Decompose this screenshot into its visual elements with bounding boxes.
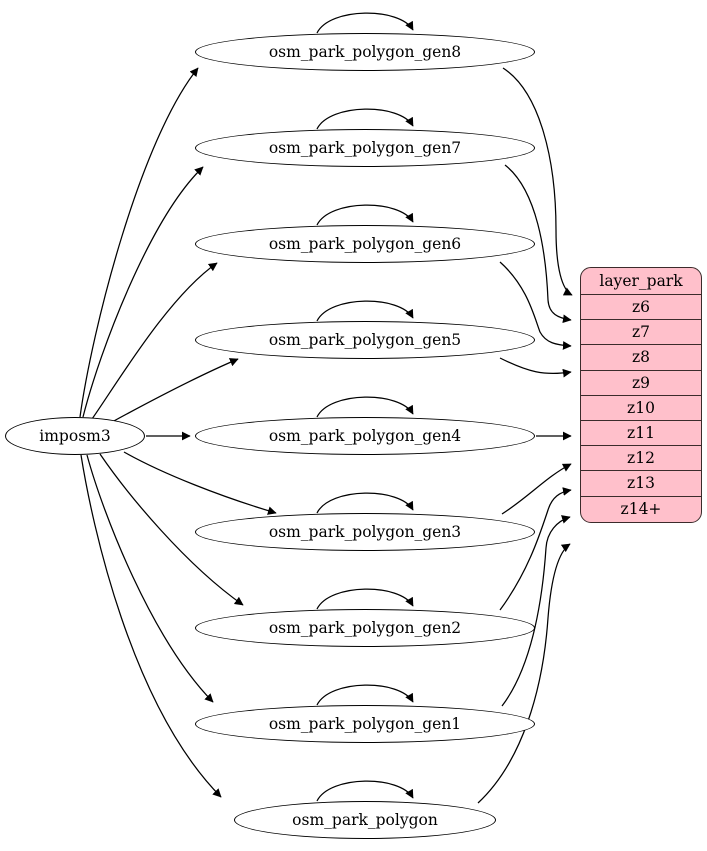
edge-gen2-z12: [499, 487, 572, 611]
layer-park-row-z8[interactable]: z8: [581, 345, 701, 371]
node-osm-park-polygon-gen7[interactable]: osm_park_polygon_gen7: [195, 129, 535, 167]
node-imposm3-label: imposm3: [39, 427, 111, 445]
edge-gen1-z13: [501, 515, 571, 707]
layer-park-table: layer_park z6 z7 z8 z9 z10 z11 z12 z13 z…: [580, 267, 702, 523]
edge-gen8-z6: [502, 67, 573, 296]
layer-park-row-z7[interactable]: z7: [581, 320, 701, 346]
node-osm-park-polygon-gen8[interactable]: osm_park_polygon_gen8: [195, 33, 535, 71]
self-loop-gen8: [316, 12, 414, 34]
self-loop-gen7: [316, 108, 414, 130]
self-loop-base: [316, 780, 414, 802]
node-label: osm_park_polygon_gen2: [268, 619, 462, 637]
edge-imposm3-gen6: [91, 262, 218, 420]
edge-gen5-z9: [499, 357, 572, 378]
edge-gen3-z11: [501, 463, 572, 515]
edge-imposm3-gen3: [123, 451, 277, 515]
layer-park-row-z14[interactable]: z14+: [620, 499, 662, 518]
node-osm-park-polygon-gen5[interactable]: osm_park_polygon_gen5: [195, 321, 535, 359]
layer-park-row-z9[interactable]: z9: [581, 371, 701, 396]
self-loop-gen4: [316, 396, 414, 418]
self-loop-gen3: [316, 492, 414, 514]
node-imposm3[interactable]: imposm3: [5, 417, 145, 455]
edge-base-z14: [477, 543, 571, 804]
node-label: osm_park_polygon: [292, 811, 438, 829]
self-loop-gen5: [316, 300, 414, 322]
layer-park-header: layer_park: [581, 268, 701, 295]
node-label: osm_park_polygon_gen5: [268, 331, 462, 349]
layer-park-row-z6[interactable]: z6: [581, 295, 701, 321]
edge-imposm3-gen7: [82, 166, 204, 418]
edge-gen7-z7: [504, 164, 572, 324]
node-label: osm_park_polygon_gen3: [268, 523, 462, 541]
node-label: osm_park_polygon_gen1: [268, 715, 462, 733]
self-loop-gen6: [316, 204, 414, 226]
node-osm-park-polygon-gen3[interactable]: osm_park_polygon_gen3: [195, 513, 535, 551]
node-osm-park-polygon[interactable]: osm_park_polygon: [234, 801, 496, 839]
node-osm-park-polygon-gen4[interactable]: osm_park_polygon_gen4: [195, 417, 535, 455]
self-loop-gen2: [316, 588, 414, 610]
node-label: osm_park_polygon_gen4: [268, 427, 462, 445]
edge-gen6-z8: [499, 261, 572, 350]
node-osm-park-polygon-gen1[interactable]: osm_park_polygon_gen1: [195, 705, 535, 743]
node-label: osm_park_polygon_gen8: [268, 43, 462, 61]
self-loop-gen1: [316, 684, 414, 706]
layer-park-row-z12[interactable]: z12: [581, 446, 701, 472]
layer-park-row-z11[interactable]: z11: [581, 421, 701, 447]
layer-park-row-z13[interactable]: z13: [581, 471, 701, 497]
node-osm-park-polygon-gen2[interactable]: osm_park_polygon_gen2: [195, 609, 535, 647]
edge-imposm3-gen8: [79, 67, 199, 418]
layer-park-row-z10[interactable]: z10: [581, 396, 701, 421]
node-label: osm_park_polygon_gen6: [268, 235, 462, 253]
edge-imposm3-base: [80, 454, 222, 798]
edge-imposm3-gen1: [86, 454, 214, 703]
edge-imposm3-gen2: [99, 453, 244, 606]
node-label: osm_park_polygon_gen7: [268, 139, 462, 157]
edge-imposm3-gen5: [111, 358, 239, 423]
node-osm-park-polygon-gen6[interactable]: osm_park_polygon_gen6: [195, 225, 535, 263]
